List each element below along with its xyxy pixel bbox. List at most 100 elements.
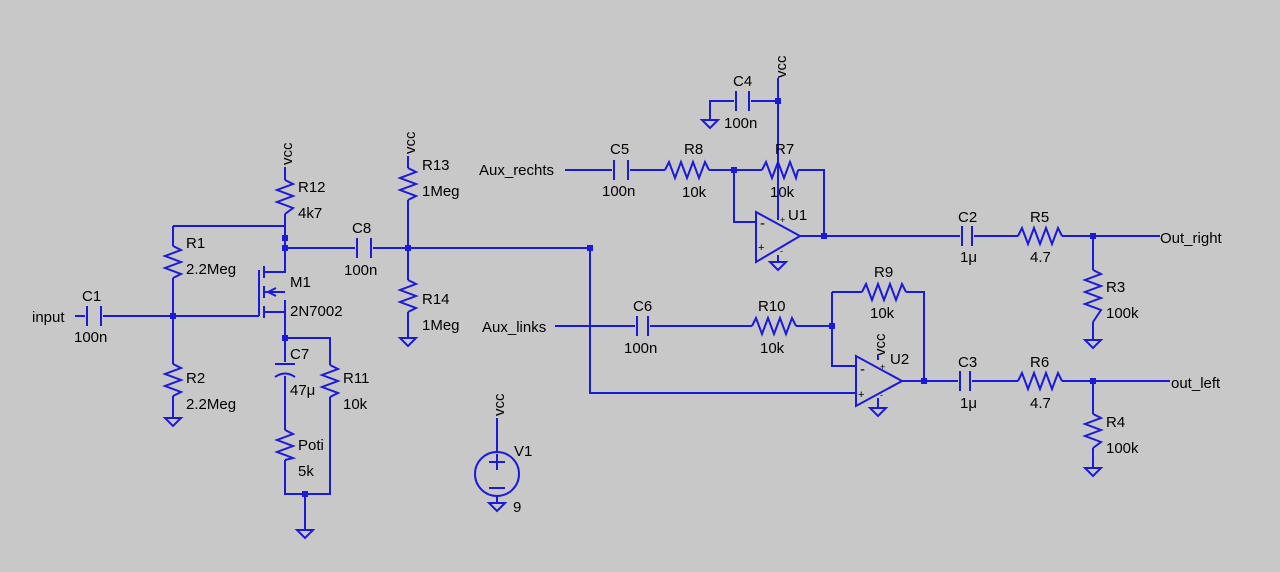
vcc-label-r12: vcc — [279, 142, 296, 165]
capacitor-c6: C6 100n — [624, 298, 657, 357]
u2-name: U2 — [890, 351, 909, 368]
pin-marker: - — [780, 246, 783, 256]
vcc-label-v1: vcc — [491, 393, 508, 416]
resistor-r5: R5 4.7 — [1017, 209, 1063, 266]
resistor-r14: R14 1Meg — [397, 279, 460, 334]
r12-value: 4k7 — [298, 205, 322, 222]
net-label-input: input — [32, 309, 65, 326]
c8-name: C8 — [352, 220, 371, 237]
voltage-source-v1: V1 9 — [474, 443, 532, 516]
r1-value: 2.2Meg — [186, 261, 236, 278]
vcc-label-u2: vcc — [872, 333, 889, 356]
r10-name: R10 — [758, 298, 786, 315]
opamp-u1: - + + - U1 — [755, 207, 807, 264]
u1-minus: - — [760, 215, 765, 232]
poti-name: Poti — [298, 437, 324, 454]
resistor-r10: R10 10k — [751, 298, 797, 357]
u2-minus: - — [860, 361, 865, 378]
c2-value: 1μ — [960, 249, 977, 266]
resistor-r1: R1 2.2Meg — [162, 235, 236, 279]
capacitor-c7: C7 47μ — [274, 346, 315, 399]
vcc-labels: vcc vcc vcc vcc vcc — [279, 55, 889, 416]
capacitor-c3: C3 1μ — [958, 354, 977, 412]
m1-name: M1 — [290, 274, 311, 291]
r5-name: R5 — [1030, 209, 1049, 226]
capacitor-c4: C4 100n — [724, 73, 757, 132]
v1-name: V1 — [514, 443, 532, 460]
net-label-out-left: out_left — [1171, 375, 1221, 392]
r8-name: R8 — [684, 141, 703, 158]
resistor-poti: Poti 5k — [274, 429, 324, 480]
r3-value: 100k — [1106, 305, 1139, 322]
resistor-r3: R3 100k — [1082, 269, 1139, 323]
pin-marker: + — [758, 242, 764, 254]
r2-name: R2 — [186, 370, 205, 387]
r6-value: 4.7 — [1030, 395, 1051, 412]
resistor-r7: R7 10k — [761, 141, 799, 201]
r6-name: R6 — [1030, 354, 1049, 371]
vcc-label-u1: vcc — [773, 55, 790, 78]
resistor-r13: R13 1Meg — [397, 157, 460, 201]
r13-value: 1Meg — [422, 183, 460, 200]
u1-name: U1 — [788, 207, 807, 224]
r4-value: 100k — [1106, 440, 1139, 457]
capacitor-c8: C8 100n — [344, 220, 377, 279]
r2-value: 2.2Meg — [186, 396, 236, 413]
vcc-label-r13: vcc — [402, 131, 419, 154]
poti-value: 5k — [298, 463, 314, 480]
r4-name: R4 — [1106, 414, 1125, 431]
r5-value: 4.7 — [1030, 249, 1051, 266]
ground-symbols — [162, 119, 1104, 540]
c4-value: 100n — [724, 115, 757, 132]
net-labels: input Aux_rechts Aux_links Out_right out… — [32, 162, 1223, 392]
c7-name: C7 — [290, 346, 309, 363]
r11-value: 10k — [343, 396, 368, 413]
net-label-aux-links: Aux_links — [482, 319, 546, 336]
resistor-r8: R8 10k — [664, 141, 710, 201]
r8-value: 10k — [682, 184, 707, 201]
resistor-r4: R4 100k — [1082, 413, 1139, 457]
r7-name: R7 — [775, 141, 794, 158]
c5-value: 100n — [602, 183, 635, 200]
pin-marker: + — [880, 362, 885, 372]
c5-name: C5 — [610, 141, 629, 158]
r7-value: 10k — [770, 184, 795, 201]
r9-value: 10k — [870, 305, 895, 322]
c2-name: C2 — [958, 209, 977, 226]
pin-marker: + — [858, 389, 864, 401]
r10-value: 10k — [760, 340, 785, 357]
opamp-u2: - + + - U2 — [855, 351, 909, 408]
m1-value: 2N7002 — [290, 303, 343, 320]
c1-value: 100n — [74, 329, 107, 346]
capacitor-c5: C5 100n — [602, 141, 635, 200]
mosfet-m1: M1 2N7002 — [258, 264, 343, 320]
v1-value: 9 — [513, 499, 521, 516]
pin-marker: + — [780, 215, 785, 225]
c6-value: 100n — [624, 340, 657, 357]
c4-name: C4 — [733, 73, 752, 90]
capacitor-c1: C1 100n — [74, 288, 107, 346]
r9-name: R9 — [874, 264, 893, 281]
r12-name: R12 — [298, 179, 326, 196]
c1-name: C1 — [82, 288, 101, 305]
r14-value: 1Meg — [422, 317, 460, 334]
c3-value: 1μ — [960, 395, 977, 412]
c3-name: C3 — [958, 354, 977, 371]
resistor-r12: R12 4k7 — [274, 179, 326, 222]
r3-name: R3 — [1106, 279, 1125, 296]
net-label-out-right: Out_right — [1160, 230, 1223, 247]
r14-name: R14 — [422, 291, 450, 308]
c7-value: 47μ — [290, 382, 315, 399]
c8-value: 100n — [344, 262, 377, 279]
r1-name: R1 — [186, 235, 205, 252]
capacitor-c2: C2 1μ — [958, 209, 977, 266]
junctions — [170, 98, 1096, 497]
r13-name: R13 — [422, 157, 450, 174]
resistor-r6: R6 4.7 — [1017, 354, 1063, 412]
c6-name: C6 — [633, 298, 652, 315]
pin-marker: - — [880, 390, 883, 400]
resistor-r2: R2 2.2Meg — [162, 363, 236, 413]
r11-name: R11 — [343, 370, 369, 387]
resistor-r9: R9 10k — [861, 264, 907, 322]
